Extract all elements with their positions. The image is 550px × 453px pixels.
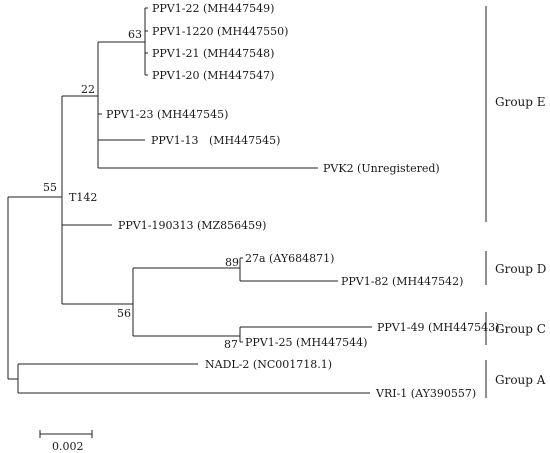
node-label: T142 [69, 191, 97, 204]
node-label: 56 [117, 307, 131, 320]
group-label: Group C [495, 322, 546, 336]
taxon-label: NADL-2 (NC001718.1) [205, 358, 332, 371]
scale-bar-label: 0.002 [52, 440, 84, 453]
taxon-label: PPV1-82 (MH447542) [341, 275, 463, 288]
taxon-label: PPV1-22 (MH447549) [152, 2, 274, 15]
taxon-label: PPV1-21 (MH447548) [152, 47, 274, 60]
taxon-label: 27a (AY684871) [245, 252, 334, 265]
group-label: Group A [495, 373, 546, 387]
taxon-label: PPV1-13 (MH447545) [151, 134, 280, 147]
taxon-label: PPV1-25 (MH447544) [245, 336, 367, 349]
node-label: 63 [128, 28, 142, 41]
node-label: 55 [43, 181, 57, 194]
taxon-label: PPV1-190313 (MZ856459) [118, 219, 266, 232]
node-label: 22 [81, 83, 95, 96]
node-label: 89 [225, 256, 239, 269]
taxon-label: PVK2 (Unregistered) [323, 162, 440, 175]
node-label: 87 [224, 338, 238, 351]
group-label: Group D [495, 262, 546, 276]
taxon-label: PPV1-20 (MH447547) [152, 69, 274, 82]
taxon-label: PPV1-1220 (MH447550) [152, 25, 288, 38]
group-label: Group E [495, 95, 546, 109]
taxon-label: PPV1-49 (MH447543) [377, 321, 499, 334]
taxon-label: PPV1-23 (MH447545) [106, 108, 228, 121]
taxon-label: VRI-1 (AY390557) [375, 387, 476, 400]
